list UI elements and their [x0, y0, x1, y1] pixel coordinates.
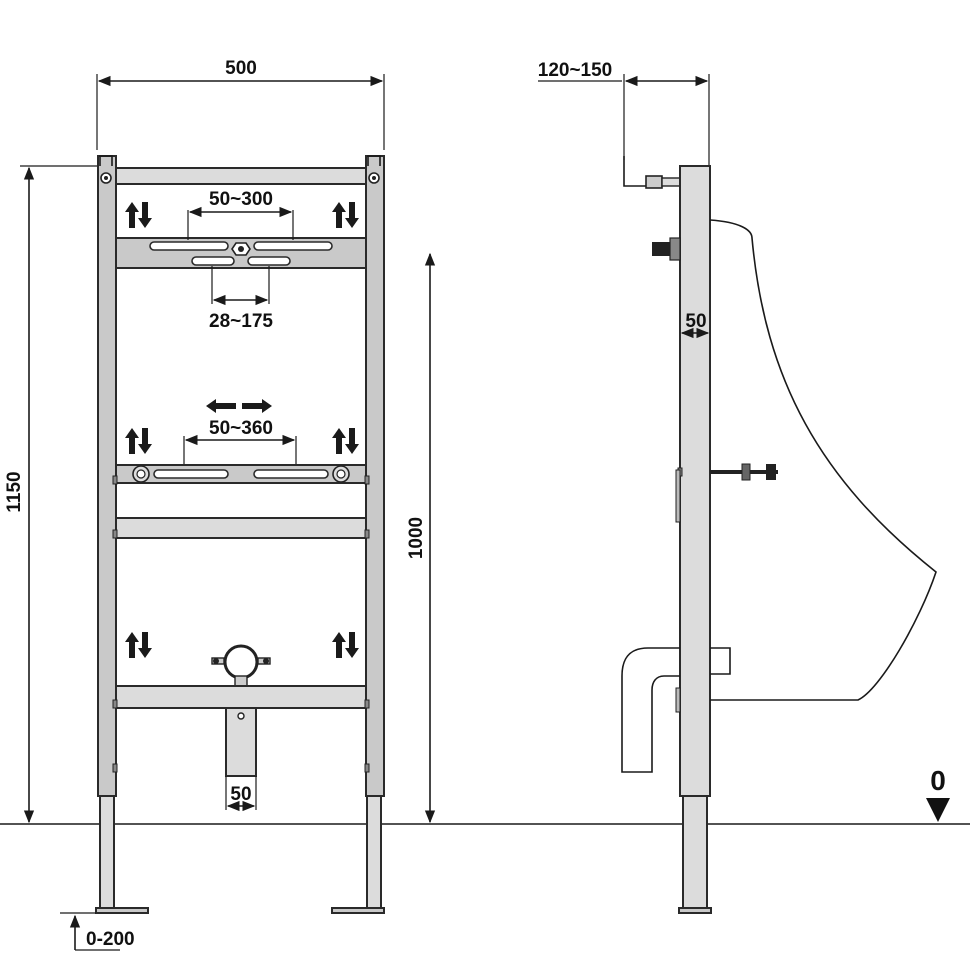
total-height-dim-label: 1150	[4, 471, 25, 512]
right-leg	[366, 795, 382, 911]
foot-adjust-dim-label: 0-200	[86, 929, 135, 950]
top-bracket-dim-label: 50~300	[209, 189, 273, 210]
cross-rail	[115, 517, 367, 539]
floor-level-label: 0	[930, 765, 946, 796]
side-leg	[682, 795, 708, 911]
horizontal-adjust-arrows	[206, 399, 272, 413]
side-frame-upright	[679, 165, 711, 797]
lower-rail	[115, 685, 367, 709]
inner-height-dim-label: 1000	[406, 517, 427, 559]
adjust-arrows-top-left	[125, 202, 152, 228]
middle-bracket-dim-label: 50~360	[209, 418, 273, 439]
drain-clamp	[211, 644, 271, 687]
front-view: 500 1150 1000 50~300	[4, 58, 436, 951]
width-dim-label: 500	[225, 58, 257, 79]
top-bracket-lower-dim-label: 28~175	[209, 311, 273, 332]
frame-depth-dim-label: 50	[685, 311, 706, 332]
top-rail	[115, 167, 367, 185]
side-view: 120~150 50	[538, 60, 950, 914]
adjust-arrows-middle-right	[332, 428, 359, 454]
urinal-outline	[709, 219, 937, 701]
adjust-arrows-bottom-right	[332, 632, 359, 658]
left-leg	[99, 795, 115, 911]
right-foot	[331, 907, 385, 914]
wall-offset-dim-label: 120~150	[538, 60, 613, 81]
floor-level-marker	[926, 798, 950, 822]
waste-trap	[621, 647, 731, 773]
adjust-arrows-middle-left	[125, 428, 152, 454]
adjust-arrows-top-right	[332, 202, 359, 228]
side-foot	[678, 907, 712, 914]
left-foot	[95, 907, 149, 914]
drain-dim-label: 50	[230, 784, 251, 805]
adjust-arrows-bottom-left	[125, 632, 152, 658]
